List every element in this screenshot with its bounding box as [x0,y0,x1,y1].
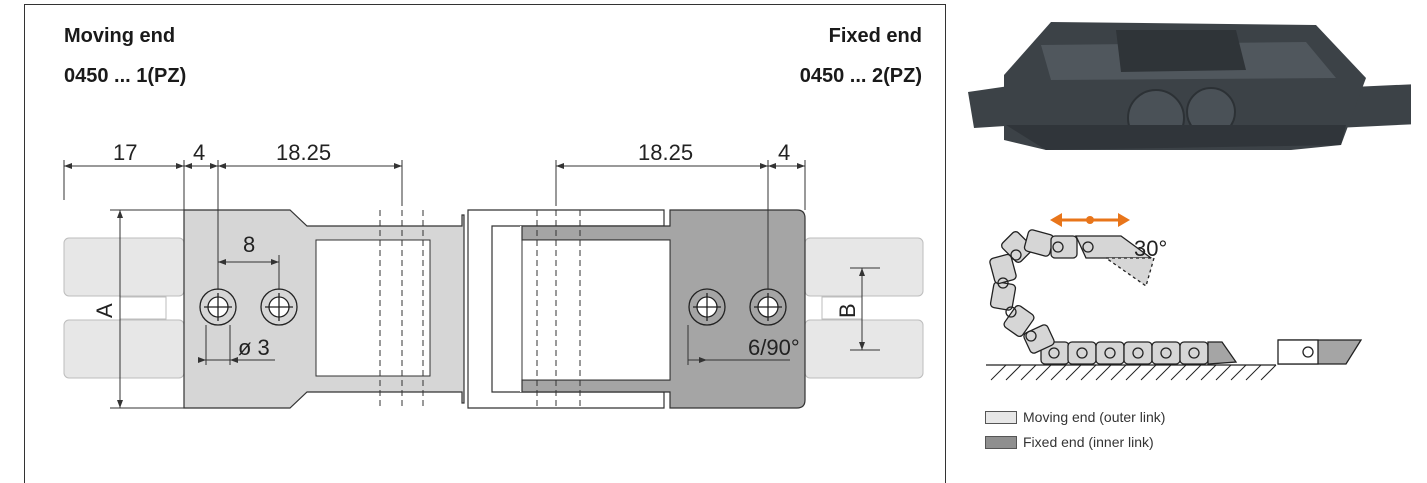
moving-end-title: Moving end [64,25,176,47]
chain-schematic [986,229,1363,381]
panel-divider [945,4,946,483]
dim-4-right: 4 [778,140,790,165]
dim-dia-3: ø 3 [238,335,270,360]
angle-label: 30° [1134,236,1167,261]
dim-18-25-left: 18.25 [276,140,331,165]
dim-4-left: 4 [193,140,205,165]
fixed-end-holes [688,288,787,326]
product-photo [946,0,1411,483]
moving-end-code: 0450 ... 1(PZ) [64,65,187,87]
moving-end-holes [199,288,298,326]
dim-angle-hole: 6/90° [748,335,800,360]
fixed-end-body [521,209,806,409]
dim-label-a: A [92,303,117,318]
right-ghost-tabs [804,237,924,379]
legend-fixed-swatch [985,435,1017,449]
right-panel: 30° [946,0,1411,483]
dim-label-b: B [835,303,860,318]
dim-18-25-right: 18.25 [638,140,693,165]
legend-moving-swatch [985,410,1017,424]
dim-8: 8 [243,232,255,257]
left-ghost-tabs [63,237,185,379]
legend-moving: Moving end (outer link) [985,409,1165,425]
legend-moving-label: Moving end (outer link) [1023,409,1166,425]
moving-end-body [183,209,465,409]
fixed-end-title: Fixed end [828,25,922,47]
fixed-end-code: 0450 ... 2(PZ) [799,65,922,87]
dim-17: 17 [113,140,137,165]
technical-drawing: 17 4 18.25 18.25 4 8 ø 3 6/90° A B [63,140,924,409]
dimension-lines [63,160,880,409]
legend-fixed-label: Fixed end (inner link) [1023,434,1154,450]
legend-fixed: Fixed end (inner link) [985,434,1154,450]
motion-arrow-icon [1050,213,1130,227]
